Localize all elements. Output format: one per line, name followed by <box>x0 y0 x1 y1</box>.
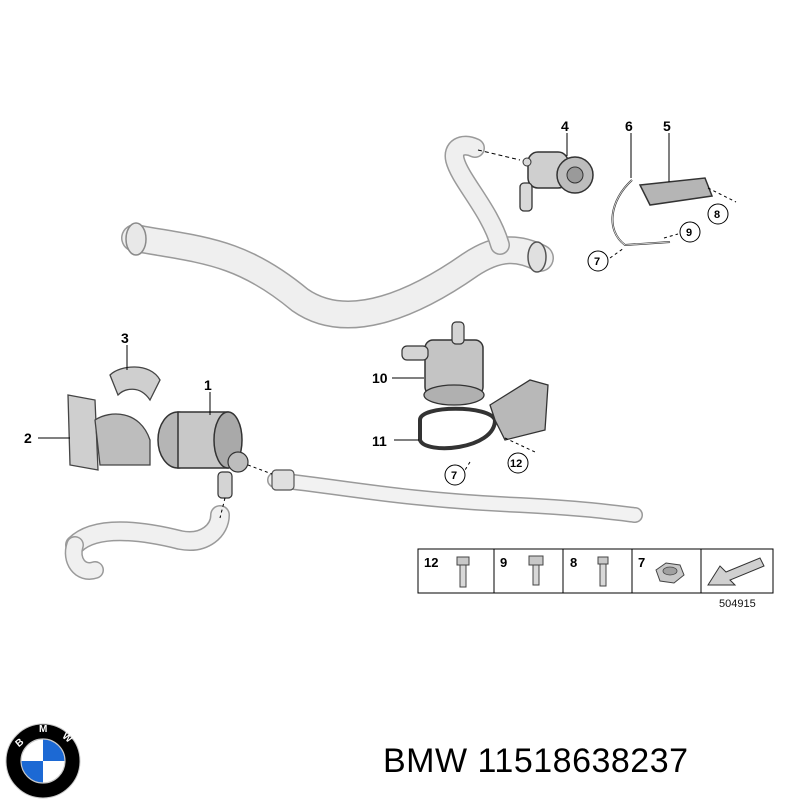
bolt-12-icon <box>456 556 470 588</box>
bolt-8-icon <box>597 556 609 587</box>
callout-11: 11 <box>372 433 387 449</box>
legend-num-8: 8 <box>570 555 577 570</box>
callout-12: 12 <box>510 458 522 470</box>
arrow-symbol-icon <box>707 557 765 586</box>
caption-part-number: 11518638237 <box>477 742 689 780</box>
callout-7b: 7 <box>451 470 457 482</box>
part-caption: BMW 11518638237 <box>383 733 793 789</box>
auxiliary-water-pump-4 <box>519 151 594 212</box>
callout-8: 8 <box>714 209 720 221</box>
callout-9: 9 <box>686 227 692 239</box>
callout-4: 4 <box>561 118 569 134</box>
callout-10: 10 <box>372 370 388 386</box>
bolt-9-icon <box>528 555 544 586</box>
fastener-legend: 12 9 8 7 <box>417 548 774 594</box>
diagram-id: 504915 <box>719 598 756 610</box>
holder-11 <box>418 379 549 451</box>
legend-num-12: 12 <box>424 555 438 570</box>
callout-2: 2 <box>24 430 32 446</box>
upper-coolant-hose <box>121 135 554 329</box>
callout-1: 1 <box>204 377 212 393</box>
legend-num-9: 9 <box>500 555 507 570</box>
bmw-logo: B M W <box>5 723 81 799</box>
hex-nut-7-icon <box>655 562 685 584</box>
clamp-3 <box>109 366 161 402</box>
holder-2 <box>67 394 151 471</box>
caption-brand: BMW <box>383 742 468 780</box>
water-pump-10 <box>401 321 485 406</box>
callout-6: 6 <box>625 118 633 134</box>
holder-bracket-5 <box>611 177 714 247</box>
callout-3: 3 <box>121 330 129 346</box>
lower-coolant-hose <box>64 469 643 580</box>
svg-text:M: M <box>39 724 47 735</box>
callout-5: 5 <box>663 118 671 134</box>
electric-coolant-pump-1 <box>157 411 249 499</box>
callout-7a: 7 <box>594 256 600 268</box>
legend-num-7: 7 <box>638 555 645 570</box>
